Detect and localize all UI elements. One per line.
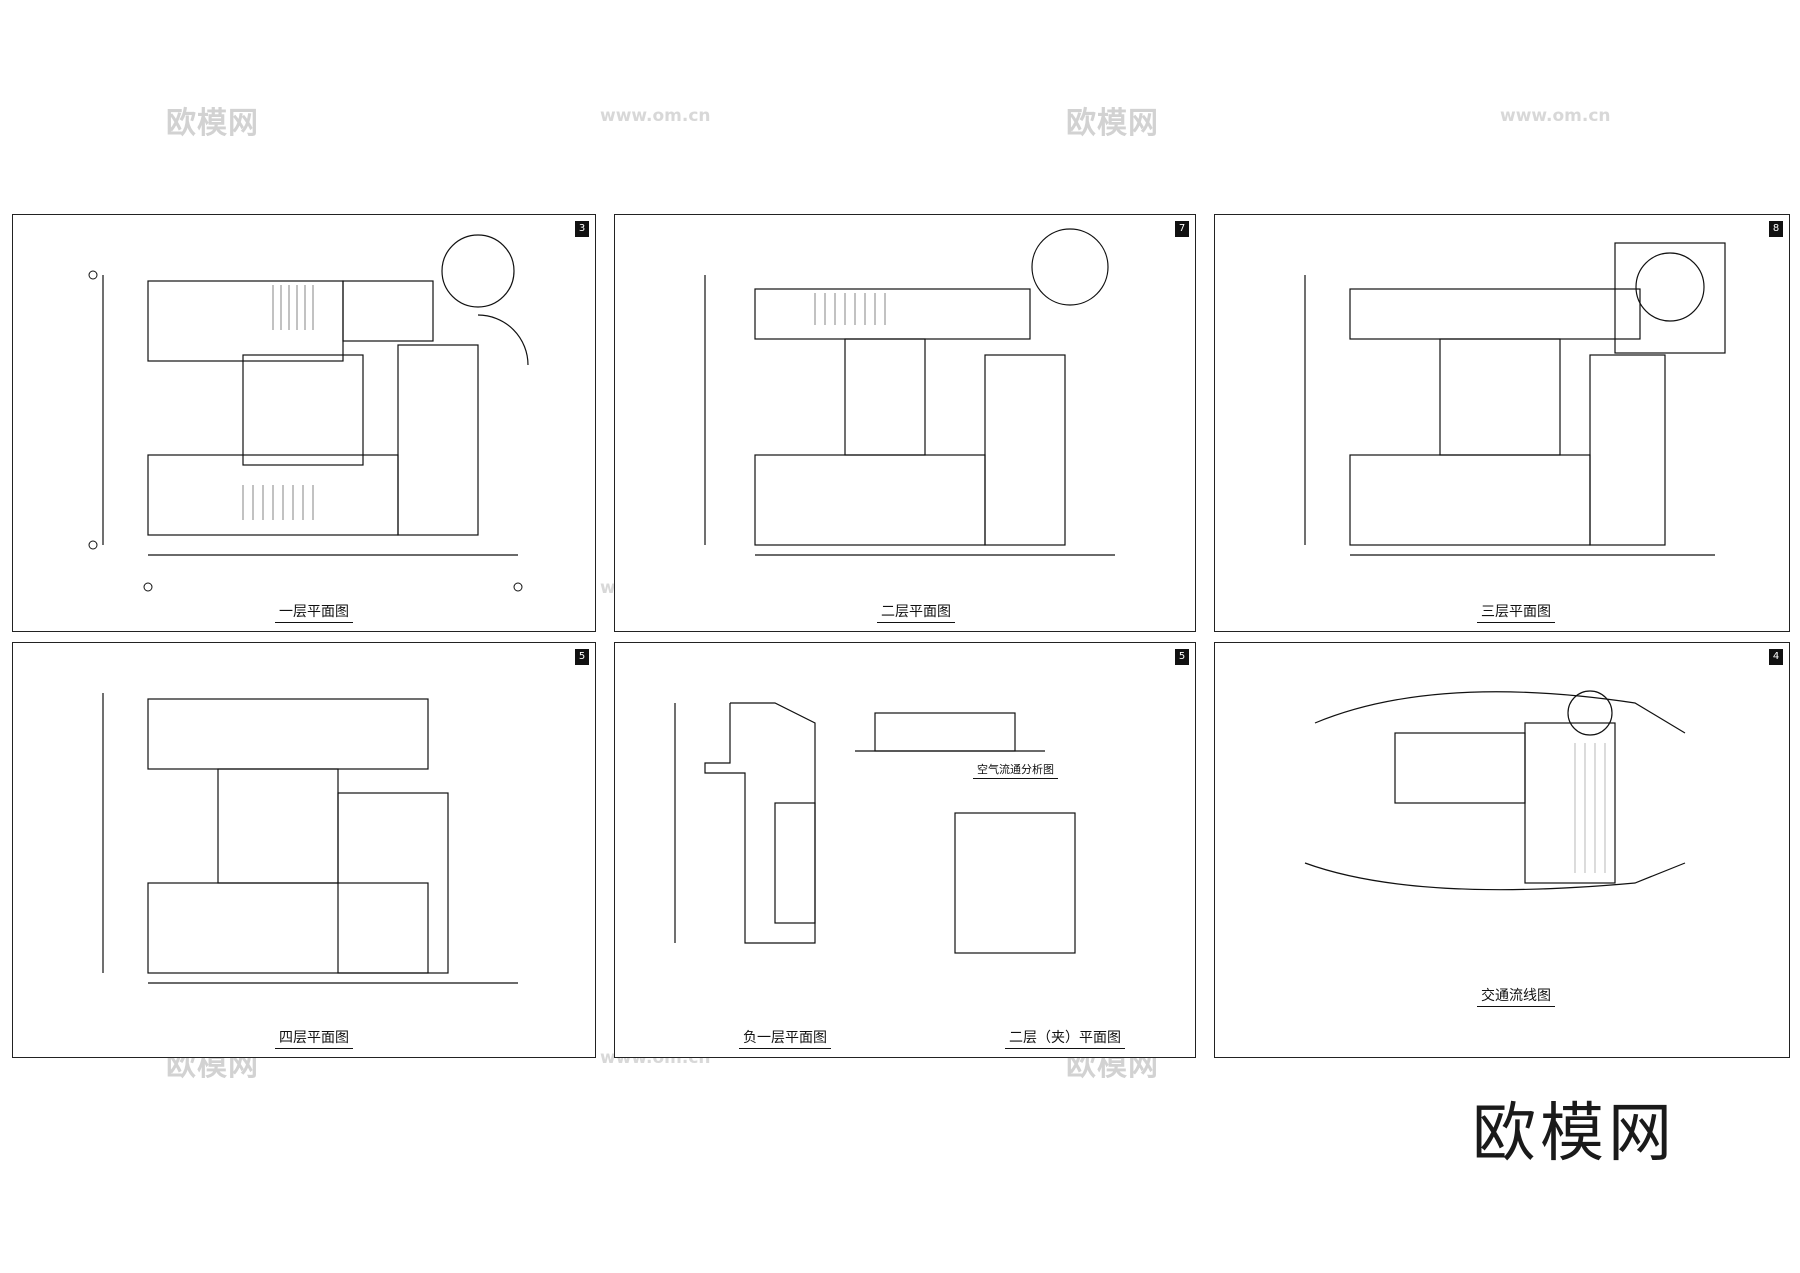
sheet-caption: 三层平面图 [1477, 601, 1555, 623]
sheet-caption: 一层平面图 [275, 601, 353, 623]
sheet-number: 7 [1175, 221, 1189, 237]
sheet-floor-2: 7 二层平面图 [614, 214, 1196, 632]
floor-plan-2-drawing [704, 228, 1115, 556]
floor-plan-4-drawing [102, 693, 518, 984]
sheet-traffic-flow: 4 交通流线图 [1214, 642, 1790, 1058]
sheet-floor-1: 3 一层平面图 [12, 214, 596, 632]
sheet-caption: 负一层平面图 [739, 1027, 831, 1049]
floor-plan-3-drawing [1304, 242, 1726, 556]
sheet-number: 4 [1769, 649, 1783, 665]
sheet-number: 8 [1769, 221, 1783, 237]
floor-plan-1-drawing [88, 234, 529, 592]
sheet-number: 3 [575, 221, 589, 237]
watermark-logo: 欧模网 [1066, 106, 1159, 141]
sheet-caption-airflow: 空气流通分析图 [973, 761, 1058, 779]
watermark-url: www.om.cn [600, 106, 711, 126]
sheet-floor-3: 8 三层平面图 [1214, 214, 1790, 632]
watermark-logo: 欧模网 [166, 106, 259, 141]
sheet-caption: 交通流线图 [1477, 985, 1555, 1007]
basement-mezzanine-drawing [674, 702, 1076, 954]
sheet-number: 5 [1175, 649, 1189, 665]
sheet-caption: 二层平面图 [877, 601, 955, 623]
sheet-caption-mezzanine: 二层（夹）平面图 [1005, 1027, 1125, 1049]
brand-logo-text: 欧模网 [1472, 1097, 1676, 1171]
sheet-number: 5 [575, 649, 589, 665]
sheet-floor-4: 5 四层平面图 [12, 642, 596, 1058]
site-plan-drawing [1304, 690, 1686, 891]
sheet-caption: 四层平面图 [275, 1027, 353, 1049]
watermark-url: www.om.cn [1500, 106, 1611, 126]
sheet-basement-mezzanine: 5 负一层平面图 二层（夹）平面图 空气流通分析图 [614, 642, 1196, 1058]
